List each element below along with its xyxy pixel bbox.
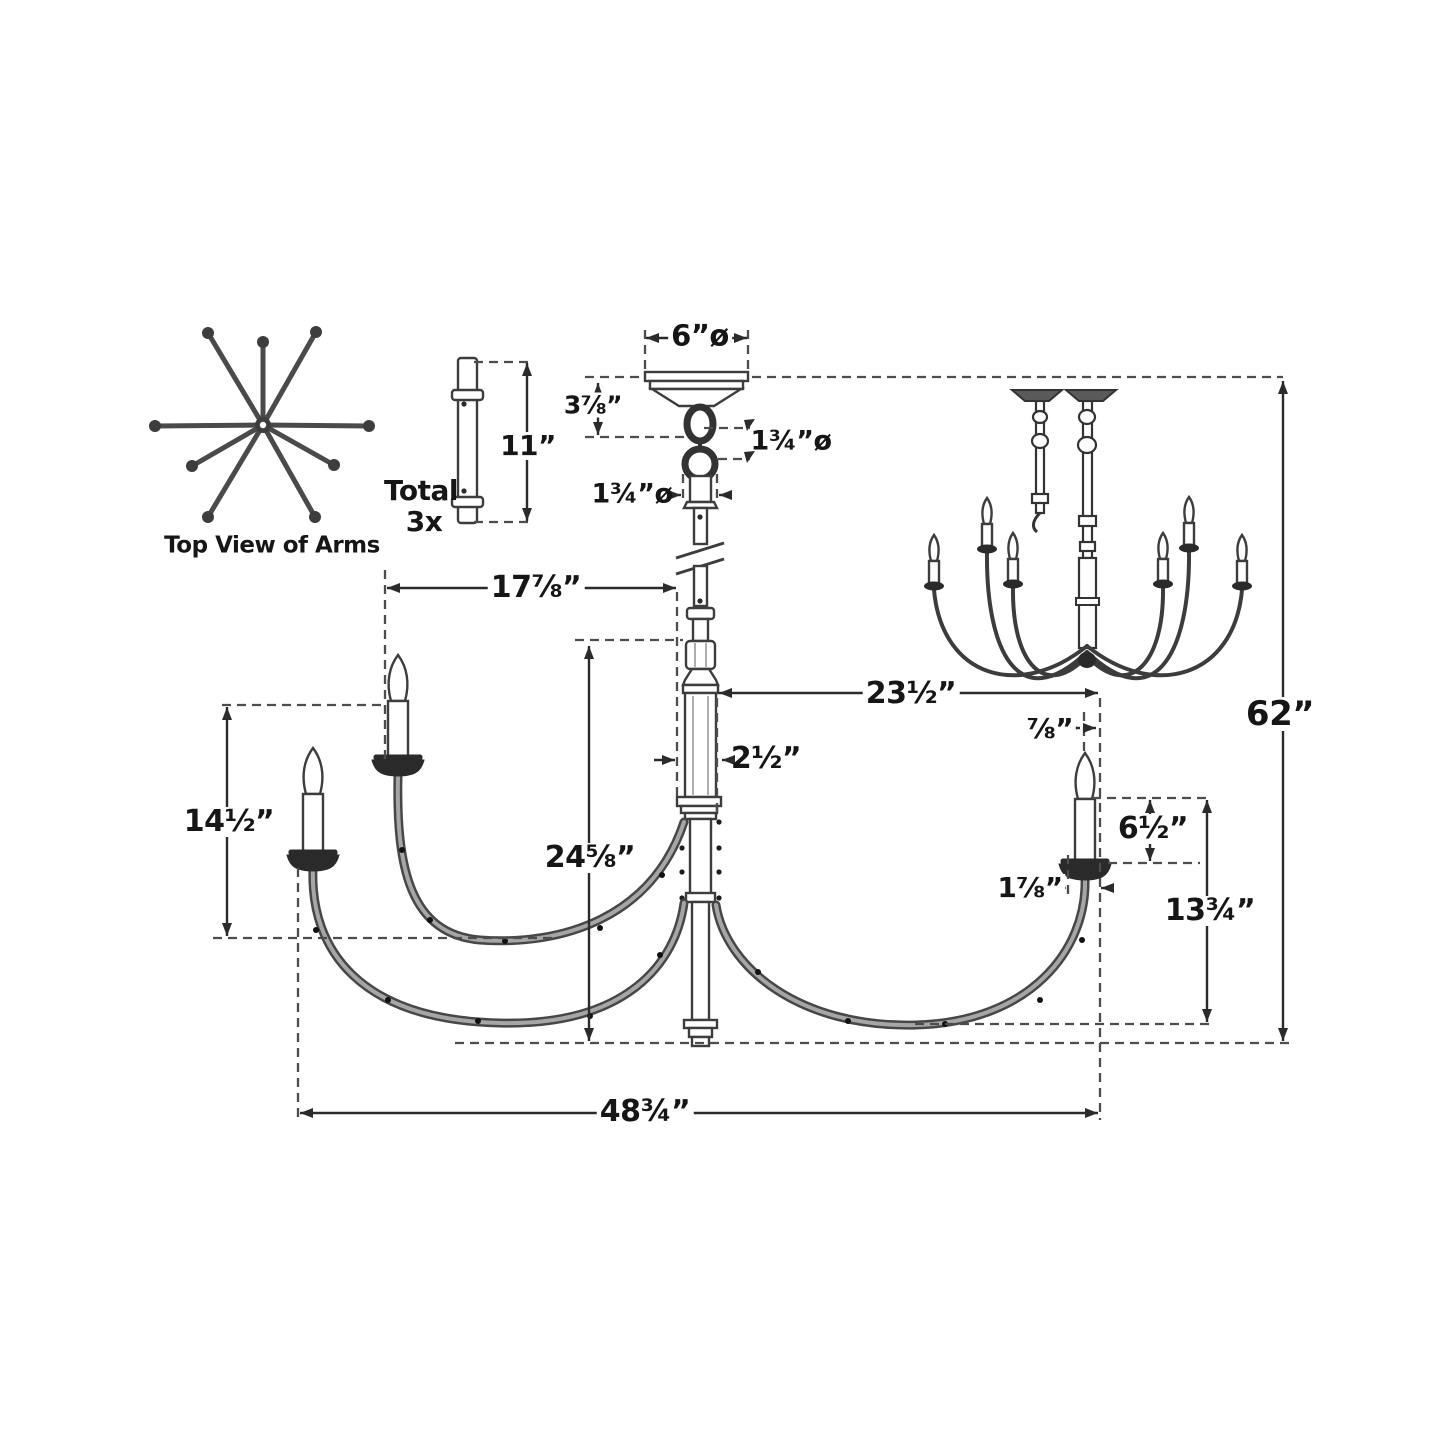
mini-candles (924, 494, 1252, 591)
dim-candle-offset-label: ⅞” (1023, 715, 1077, 743)
dim-canopy-height-label: 3⅞” (560, 392, 626, 418)
dim-bobeche-offset-label: 1⅞” (994, 874, 1066, 902)
center-column (675, 474, 725, 1048)
dim-rod-length-label: 11” (497, 432, 559, 460)
dim-overall-height-label: 62” (1242, 697, 1318, 731)
rod-note-line1: Total (384, 474, 459, 507)
hang-chain-loop (681, 403, 719, 483)
top-view-of-arms-drawing (149, 326, 375, 523)
dim-body-height-label: 24⅝” (541, 843, 639, 873)
candle-right (1058, 750, 1112, 881)
dim-loop-diameter-label: 1¾”ø (750, 425, 832, 457)
dim-column-width-label: 2½” (730, 741, 802, 776)
dim-overall-width-label: 48¾” (596, 1097, 694, 1127)
dim-upper-arm-span-label: 17⅞” (487, 573, 585, 603)
rod-note-line2: 3x (405, 505, 443, 538)
dim-candle-height-label: 6½” (1114, 814, 1192, 844)
dim-upper-tier-height-label: 14½” (180, 807, 278, 837)
candle-outer-left (286, 745, 340, 872)
arm-rod-piece-drawing (450, 356, 485, 525)
dim-canopy-diameter-label: 6”ø (668, 321, 732, 351)
reference-chandelier (924, 389, 1252, 681)
extension-lines (213, 330, 1292, 1120)
dim-stem-diameter-label: 1¾”ø (591, 478, 673, 510)
top-view-of-arms-label: Top View of Arms (164, 532, 380, 559)
candle-inner-left (371, 652, 425, 777)
arm-lower-left (308, 864, 689, 1028)
dim-lower-arm-span-label: 23½” (862, 679, 960, 709)
arm-upper-left (393, 771, 689, 946)
ceiling-canopy (643, 370, 750, 408)
dim-lower-tier-height-label: 13¾” (1161, 896, 1259, 926)
